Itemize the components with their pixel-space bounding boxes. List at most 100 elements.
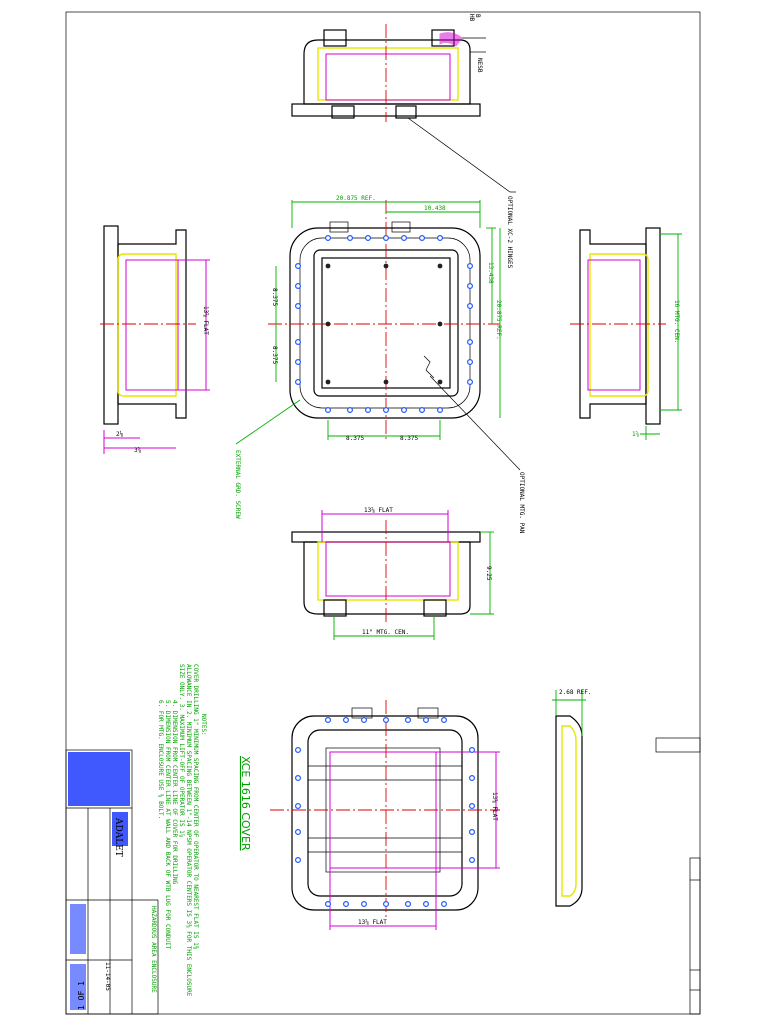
dim-left-flat: 13⅝ FLAT xyxy=(202,306,209,335)
dim-bottom-right: 8.375 xyxy=(400,435,418,442)
bolt-hole xyxy=(467,359,474,366)
bolt-hole xyxy=(295,303,302,310)
bolt-hole xyxy=(401,235,408,242)
nesb-label: NESB xyxy=(476,58,483,73)
bolt-hole xyxy=(295,359,302,366)
dim-left-small-1: 2⅛ xyxy=(116,431,124,438)
bolt-hole xyxy=(295,339,302,346)
cover-bolt-hole xyxy=(295,828,302,835)
hinges-callout: OPTIONAL XC-2 HINGES xyxy=(506,196,513,269)
cover-bolt-hole xyxy=(343,716,350,723)
note-line-4: 4. DIMENSION FROM CENTER LINE OF COVER F… xyxy=(171,700,178,885)
cover-bolt-hole xyxy=(405,716,412,723)
cover-bolt-hole xyxy=(405,900,412,907)
dim-overall-ref: 20.875 REF. xyxy=(336,195,376,202)
drawing-title: XCE 1616 COVER xyxy=(239,756,252,851)
right-side-view xyxy=(570,227,682,440)
dim-side-upper: 13.438 xyxy=(487,262,494,284)
dim-left-upper: 8.375 xyxy=(271,288,278,306)
bolt-hole xyxy=(419,235,426,242)
note-line-5: 5. DIMENSION FROM CENTER LINE AT WALL AN… xyxy=(164,700,171,950)
b-label: B xyxy=(474,14,481,18)
bolt-hole xyxy=(419,407,426,414)
notes-heading: NOTES: xyxy=(200,714,207,736)
bolt-hole xyxy=(295,263,302,270)
company-name: ADALET xyxy=(113,817,123,857)
bolt-hole xyxy=(347,407,354,414)
mtg-pan-callout: OPTIONAL MTG. PAN xyxy=(518,472,525,534)
drawing-date: 11-14-05 xyxy=(104,962,111,991)
cover-bolt-hole xyxy=(295,802,302,809)
revision-column xyxy=(655,737,701,1015)
bolt-hole xyxy=(295,283,302,290)
dim-half-ref: 10.438 xyxy=(424,205,446,212)
dim-front-mtg: 11" MTG. CEN. xyxy=(362,629,409,636)
dim-bottom-left: 8.375 xyxy=(346,435,364,442)
left-side-view xyxy=(100,225,210,454)
sheet-border xyxy=(65,11,701,1015)
mounting-stud xyxy=(437,379,443,385)
cover-bolt-hole xyxy=(325,716,332,723)
dim-side-ref: 20.875 REF. xyxy=(495,300,502,340)
notes-block: NOTES: COVER DRILLING 1" MINIMUM SPACING… xyxy=(157,664,207,997)
main-front-view xyxy=(235,200,521,471)
main-mounting-studs xyxy=(325,263,443,385)
mounting-stud xyxy=(325,263,331,269)
cover-view xyxy=(270,700,500,930)
mounting-stud xyxy=(383,379,389,385)
bolt-hole xyxy=(467,379,474,386)
cover-bolt-hole xyxy=(423,716,430,723)
cover-bolt-hole xyxy=(361,900,368,907)
bolt-hole xyxy=(383,235,390,242)
cover-bolt-hole xyxy=(383,716,390,723)
mounting-stud xyxy=(325,321,331,327)
cover-bolt-pattern xyxy=(295,716,476,907)
main-bolt-pattern xyxy=(295,235,474,414)
mounting-stud xyxy=(325,379,331,385)
top-side-view: NESB HB B xyxy=(291,14,516,193)
cover-profile-view xyxy=(552,690,586,907)
cover-bolt-hole xyxy=(441,900,448,907)
dim-left-small-2: 3⅝ xyxy=(134,447,142,454)
front-side-view xyxy=(291,510,494,640)
bolt-hole xyxy=(325,235,332,242)
dim-right-mtg: 16 MTG. CEN. xyxy=(673,300,680,343)
note-line-2: ALLOWANCE IN 2. MINIMUM SPACING BETWEEN … xyxy=(185,664,192,997)
cover-bolt-hole xyxy=(469,746,476,753)
cover-bolt-hole xyxy=(325,900,332,907)
dim-right-small: 1⅝ xyxy=(632,431,640,438)
mounting-stud xyxy=(383,263,389,269)
note-line-1: COVER DRILLING 1" MINIMUM SPACING FROM C… xyxy=(192,664,199,950)
title-description: HAZARDOUS AREA ENCLOSURE xyxy=(150,906,157,993)
bolt-hole xyxy=(437,235,444,242)
ground-screw-callout: EXTERNAL GRD. SCREW xyxy=(234,450,241,519)
dim-left-lower: 8.375 xyxy=(271,346,278,364)
cover-bolt-hole xyxy=(469,802,476,809)
bolt-hole xyxy=(365,235,372,242)
bolt-hole xyxy=(467,303,474,310)
bolt-hole xyxy=(325,407,332,414)
cover-bolt-hole xyxy=(295,746,302,753)
bolt-hole xyxy=(467,339,474,346)
note-line-3: SIZE ONLY. 3. MAXIMUM LIFT-OFF OF OPERAT… xyxy=(178,664,185,838)
cover-bolt-hole xyxy=(469,774,476,781)
dim-cover-flat-bottom: 13⅝ FLAT xyxy=(358,919,387,926)
cover-bolt-hole xyxy=(361,716,368,723)
cover-bolt-hole xyxy=(343,900,350,907)
bolt-hole xyxy=(437,407,444,414)
bolt-hole xyxy=(401,407,408,414)
bolt-hole xyxy=(365,407,372,414)
sheet-number: 1 OF 1 xyxy=(77,981,86,1010)
cover-bolt-hole xyxy=(469,856,476,863)
cover-bolt-hole xyxy=(295,774,302,781)
title-block xyxy=(65,749,159,1015)
note-line-6: 6. FOR MTG. ENCLOSURE USE ⅜ BOLT. xyxy=(157,700,164,819)
bolt-hole xyxy=(467,283,474,290)
mounting-stud xyxy=(437,263,443,269)
dim-front-height: 9.25 xyxy=(485,566,492,581)
dim-cover-flat-side: 13⅝ FLAT xyxy=(491,792,498,821)
bolt-hole xyxy=(347,235,354,242)
dim-front-flat: 13⅝ FLAT xyxy=(364,507,393,514)
